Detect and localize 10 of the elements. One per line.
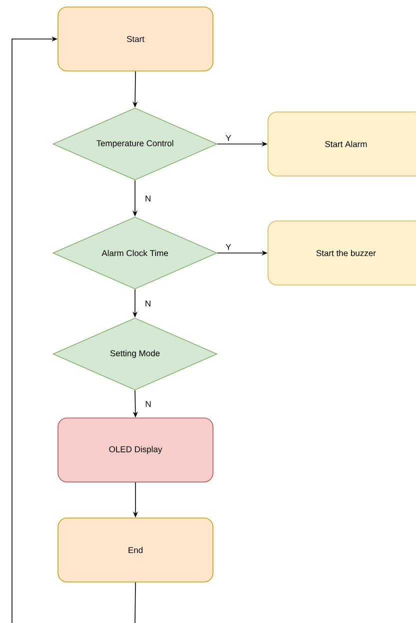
process-box: OLED Display [58, 418, 214, 482]
edge-label: Y [224, 243, 232, 251]
process-box: Start Alarm [268, 112, 416, 176]
process-box: End [58, 518, 214, 582]
process-box: Start the buzzer [268, 220, 416, 286]
edge-label: N [144, 194, 152, 202]
edge-label: Y [224, 134, 232, 142]
edge-label: N [144, 300, 152, 308]
process-box: Start [58, 6, 214, 72]
edge-label: N [144, 400, 152, 408]
